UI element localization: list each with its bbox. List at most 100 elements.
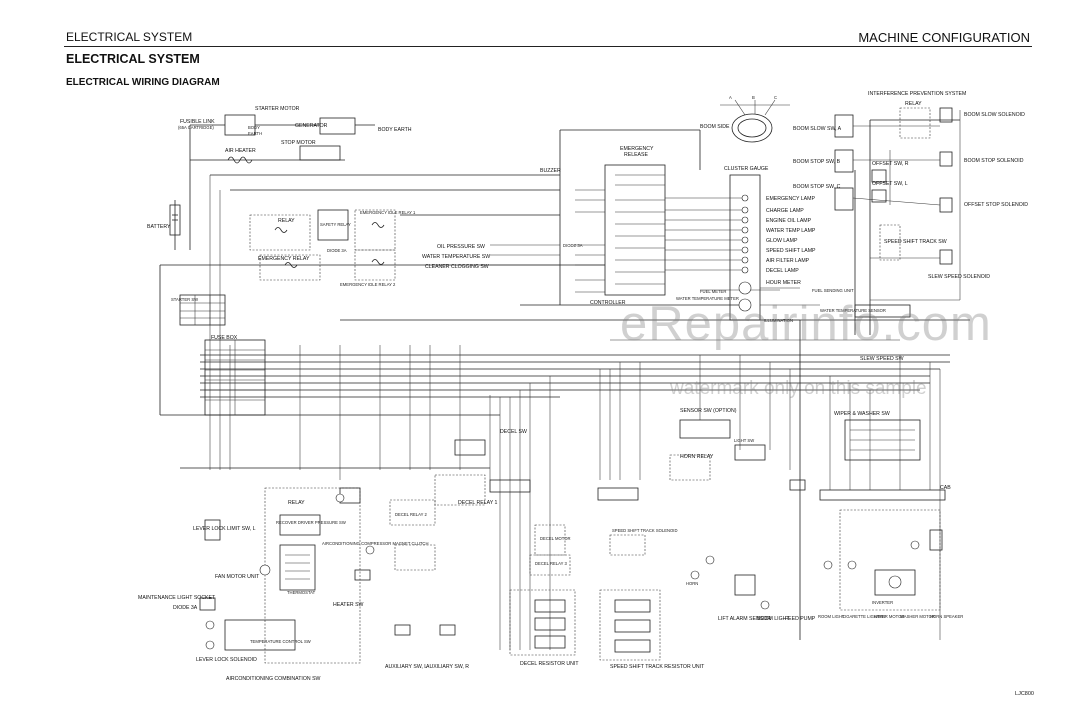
decel-sw-box [454, 439, 486, 456]
label-room-light: ROOM LIGHT [818, 614, 845, 619]
horn-symbol [690, 570, 700, 580]
emergency-relay-box [259, 254, 321, 281]
relay-region [249, 209, 396, 281]
aux-sw-r-box [439, 624, 456, 636]
bus-wires [159, 119, 970, 640]
label-horn-speaker: HORN SPEAKER [930, 614, 963, 619]
speed-shift-track-resistor-box [599, 589, 661, 661]
compressor-symbol [365, 545, 375, 555]
svg-text:B: B [752, 95, 755, 100]
lift-alarm-sensor-box [734, 574, 756, 596]
cluster-gauge-box [729, 174, 761, 321]
boom-side-switch: A B C [720, 95, 790, 143]
label-airconditioning-combination-sw: AIRCONDITIONING COMBINATION SW [226, 676, 321, 682]
label-boom-stop-solenoid: BOOM STOP SOLENOID [964, 158, 1024, 164]
label-diode-3a-b: DIODE 3A [563, 243, 583, 248]
label-fan-motor-unit: FAN MOTOR UNIT [215, 574, 260, 580]
starter-switch-block [179, 294, 226, 326]
label-wiper-washer-sw: WIPER & WASHER SW [834, 411, 890, 417]
label-cab: CAB [940, 485, 951, 491]
thermostat-box [279, 544, 316, 591]
label-water-temperature-sensor: WATER TEMPERATURE SENSOR [820, 308, 886, 313]
decel-motor-box [534, 524, 566, 556]
horn-speaker-box [929, 529, 943, 551]
label-air-filter-lamp: AIR FILTER LAMP [766, 258, 810, 264]
label-emergency-release-1: EMERGENCY [620, 146, 654, 152]
label-boom-light: BOOM LIGHT [757, 616, 790, 622]
label-heater-sw: HEATER SW [333, 602, 364, 608]
label-slew-speed-sw: SLEW SPEED SW [860, 356, 904, 362]
label-decel-relay-1: DECEL RELAY 1 [458, 500, 498, 506]
battery-box [169, 204, 181, 236]
lower-left-region [199, 487, 456, 664]
label-hour-meter: HOUR METER [766, 280, 801, 286]
label-cigarette-lighter: CIGARETTE LIGHTER [842, 614, 885, 619]
label-emergency-release-2: RELEASE [624, 152, 648, 158]
svg-text:A: A [729, 95, 732, 100]
page-header-left: ELECTRICAL SYSTEM [66, 30, 193, 44]
decel-relay-3-box [529, 554, 571, 576]
label-safety-relay: SAFETY RELAY [320, 222, 351, 227]
label-water-temperature-meter: WATER TEMPERATURE METER [676, 296, 739, 301]
speed-shift-region [597, 419, 806, 661]
room-light-symbol [823, 560, 833, 570]
decel-region [389, 439, 576, 656]
diagram-labels: STARTER MOTOR FUSIBLE LINK (65A CARTRIDG… [138, 91, 1028, 682]
fan-motor-symbol [259, 564, 271, 576]
label-emergency-relay: EMERGENCY RELAY [258, 256, 310, 262]
diode-box [199, 597, 216, 611]
label-water-temp-lamp: WATER TEMP LAMP [766, 228, 816, 234]
label-lever-lock-limit-sw: LEVER LOCK LIMIT SW, L [193, 526, 256, 532]
label-boom-slow-solenoid: BOOM SLOW SOLENOID [964, 112, 1025, 118]
decel-relay-3-left-box [394, 544, 436, 571]
label-boom-stop-sw-c: BOOM STOP SW, C [793, 184, 841, 190]
label-auxiliary-sw-r: AUXILIARY SW, R [426, 664, 469, 670]
label-fuel-meter: FUEL METER [700, 289, 726, 294]
label-feed-pump: FEED PUMP [785, 616, 816, 622]
label-horn-relay: HORN RELAY [680, 454, 714, 460]
label-controller: CONTROLLER [590, 300, 626, 306]
label-oil-pressure-sw: OIL PRESSURE SW [437, 244, 485, 250]
label-cluster-gauge: CLUSTER GAUGE [724, 166, 769, 172]
label-recover-driver-pressure-sw: RECOVER DRIVER PRESSURE SW [276, 520, 346, 525]
label-relay: RELAY [278, 218, 295, 224]
svg-text:C: C [774, 95, 777, 100]
label-light-sw: LIGHT SW [734, 438, 754, 443]
label-washer-motor: WASHER MOTOR [900, 614, 935, 619]
stop-motor-box [299, 145, 341, 161]
label-offset-stop-solenoid: OFFSET STOP SOLENOID [964, 202, 1028, 208]
label-decel-relay-2: DECEL RELAY 2 [395, 512, 427, 517]
label-diode-3a: DIODE 3A [327, 248, 347, 253]
label-buzzer: BUZZER [540, 168, 561, 174]
label-horn: HORN [686, 581, 698, 586]
controller-box [604, 164, 666, 296]
fuse-box [204, 339, 266, 416]
label-slew-speed-solenoid: SLEW SPEED SOLENOID [928, 274, 990, 280]
ips-relay-box [899, 107, 931, 139]
label-speed-shift-track-sw: SPEED SHIFT TRACK SW [884, 239, 947, 245]
page-header-right: MACHINE CONFIGURATION [858, 30, 1030, 45]
label-ips-relay: RELAY [905, 101, 922, 107]
starter-region [169, 114, 375, 250]
label-maintenance-light-socket: MAINTENANCE LIGHT SOCKET [138, 595, 216, 601]
label-glow-lamp: GLOW LAMP [766, 238, 798, 244]
boom-stop-sw-c-box [834, 187, 854, 211]
label-battery: BATTERY [147, 224, 171, 230]
label-decel-lamp: DECEL LAMP [766, 268, 799, 274]
label-engine-oil-lamp: ENGINE OIL LAMP [766, 218, 812, 224]
decel-relay-1-box [434, 474, 486, 506]
generator-box [319, 117, 356, 135]
watermark-note: watermark only on this sample [670, 378, 927, 399]
label-fuel-sending-unit: FUEL SENDING UNIT [812, 288, 854, 293]
label-fuse-box: FUSE BOX [211, 335, 238, 341]
label-auxiliary-sw-l: AUXILIARY SW, L [385, 664, 427, 670]
aux-sw-l-box [394, 624, 411, 636]
label-boom-slow-sw-a: BOOM SLOW SW, A [793, 126, 842, 132]
speed-shift-connector [597, 487, 639, 501]
emergency-idle-relay-1-box [354, 209, 396, 251]
header-rule [64, 46, 1032, 47]
cab-connector [819, 489, 946, 501]
wiper-washer-sw-box [844, 419, 921, 461]
label-thermostat: THERMOSTAT [287, 590, 316, 595]
